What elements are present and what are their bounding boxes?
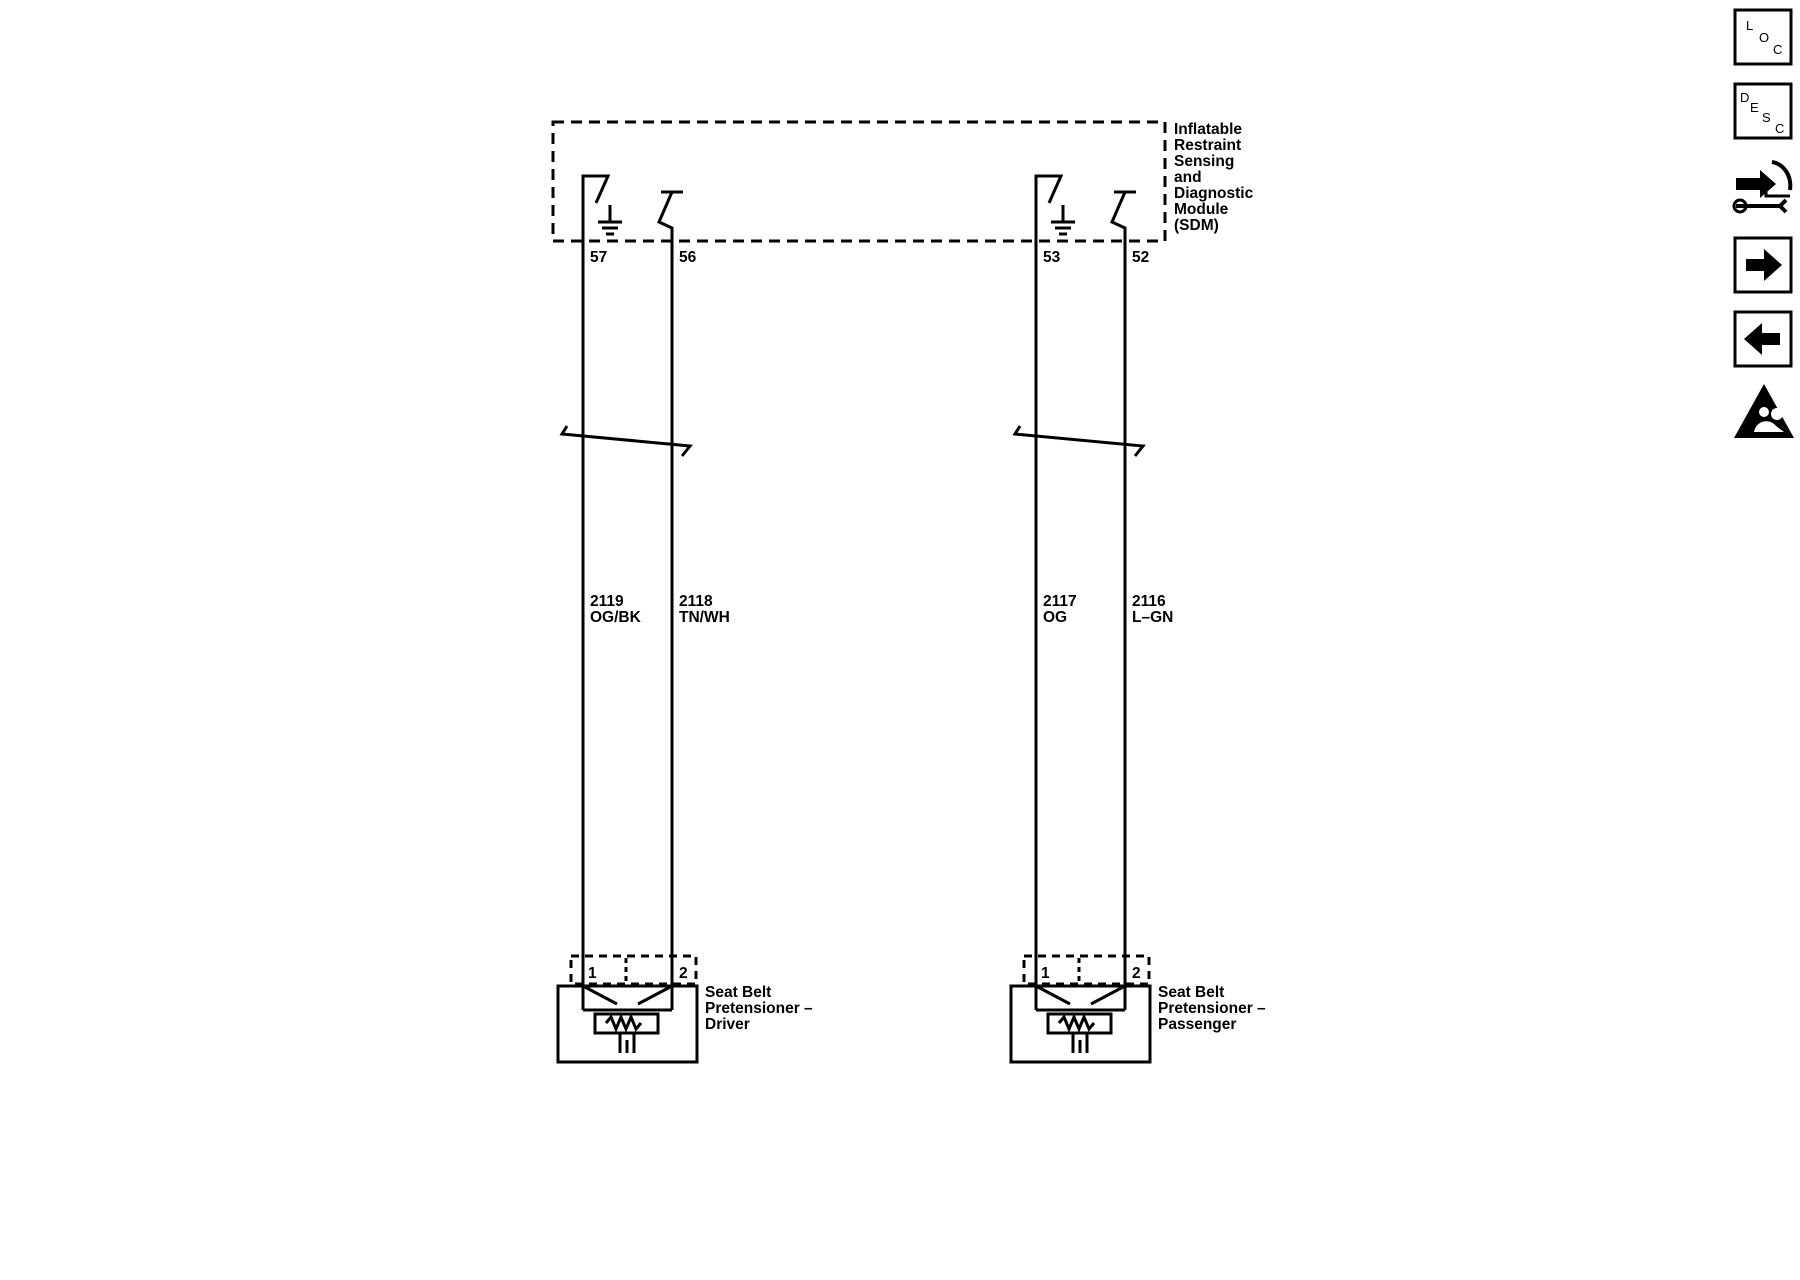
sdm-label-line: Diagnostic [1174,185,1254,202]
desc-letter: E [1750,100,1759,115]
sdm-label-line: Module [1174,201,1229,218]
connector-dashed-box [1022,954,1151,986]
pin-label-1: 1 [1041,965,1050,982]
squib-symbol [1034,984,1127,1053]
sdm-passenger-ground-switch [1034,174,1075,260]
loc-letter: L [1746,18,1753,33]
circuit-color: TN/WH [679,609,730,626]
pretensioner-driver: 1 2 Seat Belt Pretensioner – Driver [556,954,813,1064]
desc-letter: D [1740,90,1749,105]
airbag-warning-icon[interactable] [1734,384,1794,438]
sdm-label-line: Inflatable [1174,121,1242,138]
sdm-driver-feed-switch [657,190,683,260]
pretensioner-label-line: Seat Belt [1158,984,1224,1001]
twisted-pair-marker-passenger [1012,425,1146,457]
arrow-left-icon[interactable] [1733,310,1793,368]
sdm-dashed-box [551,120,1167,243]
circuit-number: 2119 [590,593,624,610]
loc-letter: O [1759,30,1769,45]
pretensioner-body [556,984,699,1064]
sdm-label-line: Sensing [1174,153,1234,170]
squib-symbol [581,984,674,1053]
sdm-module: Inflatable Restraint Sensing and Diagnos… [551,120,1254,266]
circuit-number: 2117 [1043,593,1077,610]
terminal-label-52: 52 [1132,249,1149,266]
circuit-color: OG/BK [590,609,642,626]
pretensioner-label-line: Passenger [1158,1016,1236,1033]
terminal-label-53: 53 [1043,249,1061,266]
pretensioner-body [1009,984,1152,1064]
loc-icon[interactable]: L O C [1733,8,1793,66]
desc-letter: C [1775,121,1784,136]
circuit-color: L–GN [1132,609,1173,626]
terminal-label-56: 56 [679,249,697,266]
twisted-pair-marker-driver [559,425,693,457]
arrow-right-icon[interactable] [1733,236,1793,294]
terminal-label-57: 57 [590,249,607,266]
pretensioner-passenger: 1 2 Seat Belt Pretensioner – Passenger [1009,954,1266,1064]
pretensioner-label-line: Seat Belt [705,984,771,1001]
loc-letter: C [1773,42,1782,57]
desc-letter: S [1762,110,1771,125]
pin-label-2: 2 [1132,965,1141,982]
sdm-label-line: Restraint [1174,137,1241,154]
pretensioner-label-line: Pretensioner – [1158,1000,1266,1017]
pretensioner-label-line: Pretensioner – [705,1000,813,1017]
circuit-number: 2116 [1132,593,1166,610]
circuit-labels: 2119 OG/BK 2118 TN/WH 2117 OG 2116 L–GN [590,593,1173,626]
sdm-passenger-feed-switch [1110,190,1136,260]
pretensioner-label-line: Driver [705,1016,750,1033]
sdm-driver-ground-switch [581,174,622,260]
pin-label-1: 1 [588,965,597,982]
desc-icon[interactable]: D E S C [1733,82,1793,140]
pin-label-2: 2 [679,965,688,982]
sdm-label: Inflatable Restraint Sensing and Diagnos… [1174,121,1254,234]
nav-toolbar: L O C D E S C [1732,8,1794,438]
connector-dashed-box [569,954,698,986]
sdm-label-line: (SDM) [1174,217,1219,234]
sdm-label-line: and [1174,169,1202,186]
circuit-number: 2118 [679,593,713,610]
wrench-arrows-icon[interactable] [1732,160,1793,214]
circuit-color: OG [1043,609,1067,626]
wires [581,260,1127,1010]
